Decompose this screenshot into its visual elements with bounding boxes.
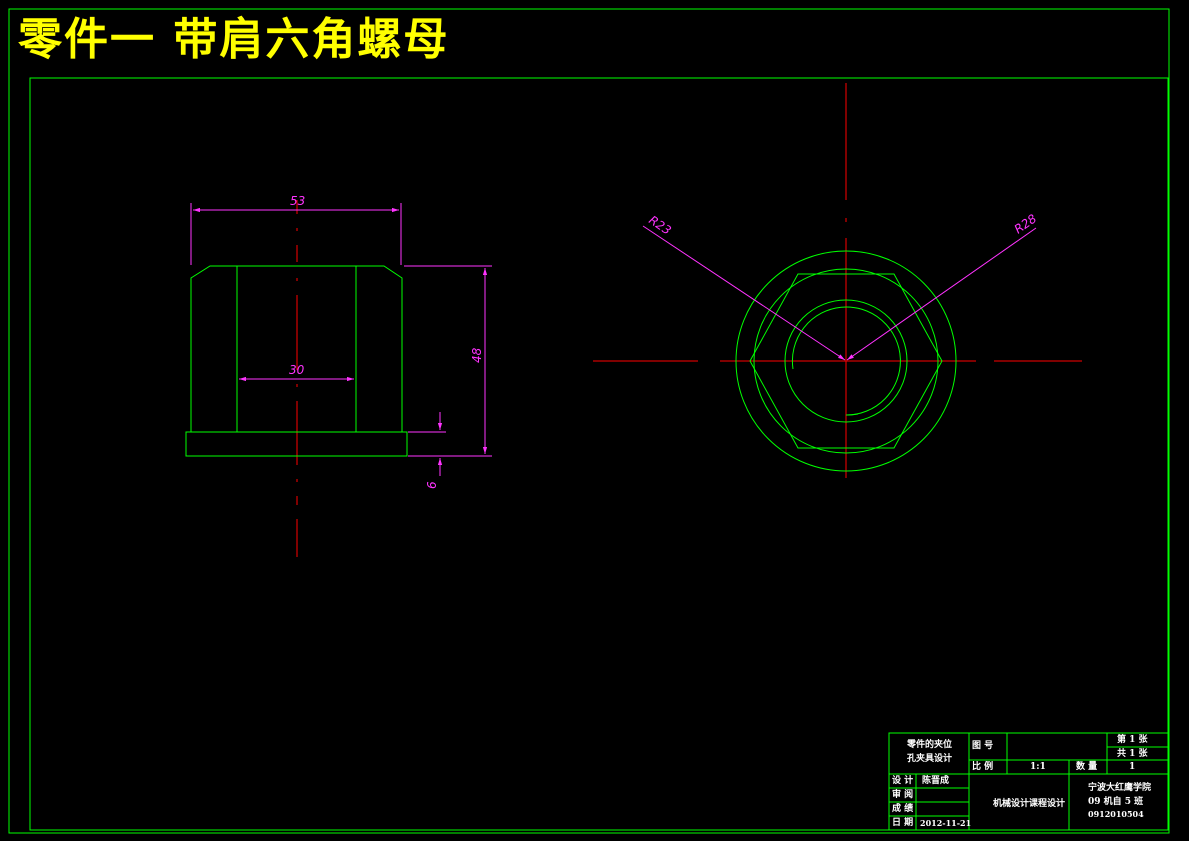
- tb-designer-name: 陈晋成: [922, 776, 950, 786]
- tb-drawing-no-label: 图 号: [972, 741, 994, 751]
- tb-project-line2: 孔夹具设计: [907, 754, 953, 764]
- tb-date-label: 日 期: [892, 818, 914, 828]
- dim-width-top: [190, 203, 402, 265]
- title-block-grid: [888, 732, 1169, 831]
- tb-sheet-total: 共 1 张: [1117, 749, 1148, 759]
- tb-qty-label: 数 量: [1076, 762, 1098, 772]
- front-view: 53 30 48 6: [185, 194, 492, 557]
- tb-student-id: 0912010504: [1088, 809, 1144, 819]
- tb-qty-value: 1: [1129, 762, 1136, 772]
- tb-sheet-no: 第 1 张: [1117, 735, 1148, 745]
- bore-circle: [784, 299, 908, 423]
- dim-height-label: 48: [470, 347, 484, 363]
- dim-flange: [408, 412, 446, 476]
- radius-left-label: R23: [646, 213, 673, 238]
- front-outline: [185, 265, 408, 457]
- chamfer-circle: [753, 268, 939, 454]
- dim-width-top-label: 53: [290, 194, 305, 208]
- thread-arc-tail: [845, 413, 859, 416]
- top-view: R23 R28: [593, 83, 1082, 478]
- drawing-title: 零件一 带肩六角螺母: [18, 14, 450, 65]
- drawing-frame: [8, 8, 1170, 834]
- dim-flange-label: 6: [425, 481, 439, 489]
- dim-height: [404, 265, 492, 457]
- tb-scale-label: 比 例: [972, 762, 994, 772]
- top-centerlines: [593, 83, 1082, 478]
- tb-school: 宁波大红鹰学院: [1088, 783, 1152, 793]
- radius-right-label: R28: [1012, 211, 1040, 236]
- radius-leaders: [642, 225, 1037, 361]
- flange-circle: [735, 250, 957, 472]
- tb-review-label: 审 阅: [892, 790, 914, 800]
- tb-class: 09 机自 5 班: [1088, 797, 1144, 807]
- hex-outline: [749, 273, 943, 449]
- tb-scale-value: 1:1: [1030, 762, 1046, 772]
- tb-designer-label: 设 计: [892, 776, 914, 786]
- tb-date-value: 2012-11-21: [920, 818, 972, 828]
- tb-course: 机械设计课程设计: [993, 799, 1066, 809]
- tb-grade-label: 成 绩: [892, 804, 914, 814]
- dim-bore-label: 30: [289, 363, 305, 377]
- tb-project-line1: 零件的夹位: [907, 740, 953, 750]
